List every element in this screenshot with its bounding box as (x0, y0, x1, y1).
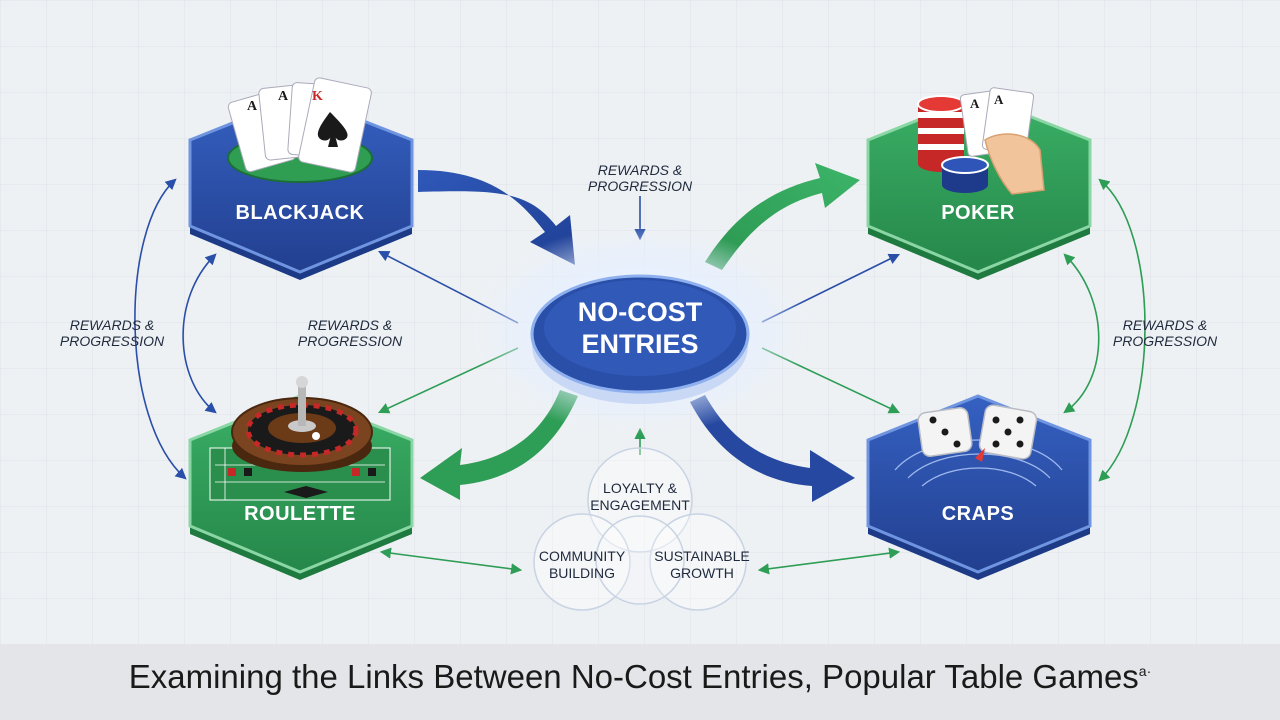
bubble-growth-line1: SUSTAINABLE (654, 548, 750, 564)
rewards-label-right-line2: PROGRESSION (1112, 333, 1218, 349)
caption-text: Examining the Links Between No-Cost Entr… (128, 658, 1139, 695)
blackjack-label: BLACKJACK (235, 202, 365, 224)
playing-cards-icon: A A K (227, 77, 373, 183)
rewards-label-left-line2: PROGRESSION (59, 333, 165, 349)
rewards-label-right-line1: REWARDS & (1122, 317, 1208, 333)
rewards-label-top: REWARDS & PROGRESSION (570, 162, 710, 194)
svg-text:A: A (278, 89, 289, 104)
svg-text:A: A (247, 99, 258, 114)
bubble-growth-line2: GROWTH (670, 565, 734, 581)
rewards-label-top-line1: REWARDS & (597, 162, 683, 178)
rewards-label-mid-left-line2: PROGRESSION (297, 333, 403, 349)
arrow-center-to-roulette (420, 390, 578, 500)
svg-text:A: A (994, 92, 1004, 107)
bubble-loyalty-line2: ENGAGEMENT (590, 497, 690, 513)
roulette-wheel-icon (231, 376, 373, 472)
bubble-loyalty: LOYALTY & ENGAGEMENT (570, 480, 710, 514)
arrow-center-to-craps (690, 395, 855, 502)
center-node-top (544, 280, 736, 376)
rewards-label-left-line1: REWARDS & (69, 317, 155, 333)
hand-with-cards-icon: A A (959, 87, 1045, 195)
thick-arrows (418, 163, 860, 502)
arrow-center-to-poker (705, 163, 860, 270)
center-label-line2: ENTRIES (581, 329, 699, 359)
bubble-growth: SUSTAINABLE GROWTH (642, 548, 762, 582)
bubble-community-line2: BUILDING (548, 565, 616, 581)
rewards-label-mid-left-line1: REWARDS & (307, 317, 393, 333)
caption-suffix: a· (1138, 663, 1152, 679)
rewards-label-top-line2: PROGRESSION (587, 178, 693, 194)
dice-icon (917, 404, 1038, 462)
poker-label: POKER (941, 202, 1015, 224)
rewards-label-left: REWARDS & PROGRESSION (42, 317, 182, 349)
svg-text:A: A (970, 96, 980, 111)
poker-chips-icon (917, 95, 989, 193)
bubble-community-line1: COMMUNITY (538, 548, 626, 564)
rewards-label-right: REWARDS & PROGRESSION (1095, 317, 1235, 349)
venn-bubbles (533, 447, 747, 611)
caption: Examining the Links Between No-Cost Entr… (0, 658, 1280, 696)
rewards-label-mid-left: REWARDS & PROGRESSION (280, 317, 420, 349)
arrow-blackjack-to-center (418, 170, 575, 265)
bubble-loyalty-line1: LOYALTY & (603, 480, 677, 496)
center-label-line1: NO-COST (577, 297, 703, 327)
svg-text:K: K (312, 89, 323, 104)
roulette-label: ROULETTE (244, 503, 356, 525)
craps-label: CRAPS (941, 503, 1015, 525)
bubble-community: COMMUNITY BUILDING (524, 548, 640, 582)
caption-bar (0, 644, 1280, 720)
center-label: NO-COST ENTRIES (540, 296, 740, 360)
